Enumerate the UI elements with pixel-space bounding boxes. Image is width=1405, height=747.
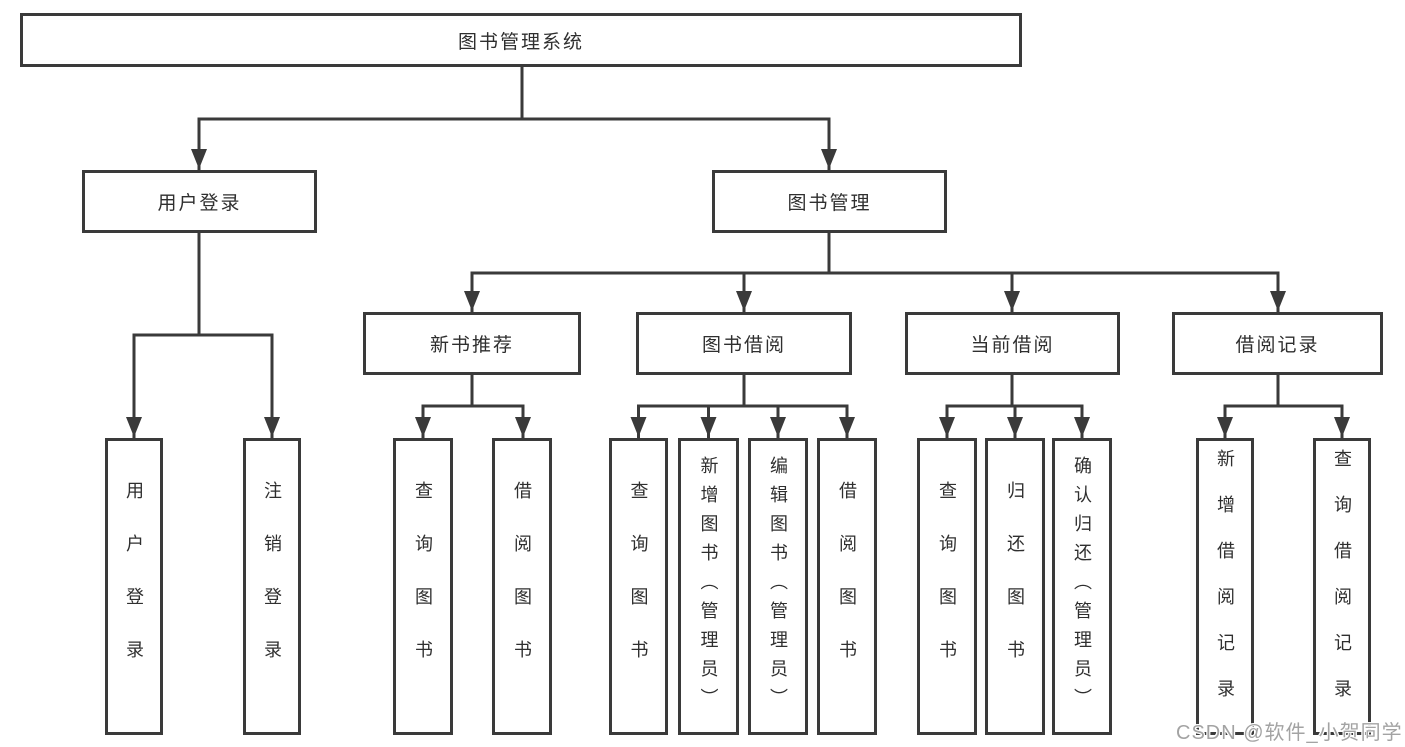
csdn-watermark: CSDN @软件_小贺同学: [1176, 722, 1403, 744]
leaf-confirm-return-admin: 确认归还（管理员）: [1052, 438, 1112, 735]
node-borrow-records: 借阅记录: [1172, 312, 1383, 375]
node-label: 借阅记录: [1235, 335, 1320, 356]
node-label: 当前借阅: [970, 335, 1055, 356]
node-label: 新书推荐: [429, 335, 514, 356]
leaf-logout-login: 注销登录: [243, 438, 301, 735]
node-label: 图书借阅: [701, 335, 786, 356]
node-book-borrow: 图书借阅: [636, 312, 852, 375]
leaf-query-books-recommend: 查询图书: [393, 438, 453, 735]
node-label: 注销登录: [262, 480, 282, 693]
leaf-edit-books-admin: 编辑图书（管理员）: [748, 438, 808, 735]
node-label: 借阅图书: [837, 480, 857, 693]
node-label: 查询图书: [937, 480, 957, 693]
node-label: 图书管理: [787, 193, 872, 214]
leaf-query-books-borrow: 查询图书: [609, 438, 668, 735]
node-label: 查询图书: [413, 480, 433, 693]
node-label: 确认归还（管理员）: [1072, 456, 1092, 717]
connector-new-book-recommend-children: [415, 373, 531, 439]
connector-book-borrow-children: [630, 373, 855, 439]
node-label: 图书管理系统: [457, 31, 584, 53]
node-label: 用户登录: [124, 480, 144, 693]
node-label: 编辑图书（管理员）: [768, 456, 788, 717]
node-label: 借阅图书: [512, 480, 532, 693]
node-label: 查询借阅记录: [1332, 448, 1352, 725]
node-label: 新增借阅记录: [1215, 448, 1235, 725]
node-library-management-system: 图书管理系统: [20, 13, 1022, 67]
node-new-book-recommend: 新书推荐: [363, 312, 581, 375]
leaf-add-borrow-record: 新增借阅记录: [1196, 438, 1254, 735]
leaf-user-login: 用户登录: [105, 438, 163, 735]
node-label: 用户登录: [157, 193, 242, 214]
leaf-query-borrow-record: 查询借阅记录: [1313, 438, 1371, 735]
connector-root-to-level2: [191, 65, 837, 171]
leaf-borrow-books-recommend: 借阅图书: [492, 438, 552, 735]
connector-book-management-children: [464, 231, 1286, 313]
node-label: 查询图书: [628, 480, 649, 693]
connector-borrow-records-children: [1217, 373, 1350, 439]
leaf-borrow-books: 借阅图书: [817, 438, 877, 735]
node-current-borrow: 当前借阅: [905, 312, 1120, 375]
node-label: 归还图书: [1005, 480, 1025, 693]
node-user-login: 用户登录: [82, 170, 317, 233]
leaf-query-books-current: 查询图书: [917, 438, 977, 735]
node-label: 新增图书（管理员）: [698, 456, 719, 717]
connector-current-borrow-children: [939, 373, 1090, 439]
connector-user-login-children: [126, 231, 280, 439]
node-book-management: 图书管理: [712, 170, 947, 233]
leaf-add-books-admin: 新增图书（管理员）: [678, 438, 739, 735]
leaf-return-books: 归还图书: [985, 438, 1045, 735]
